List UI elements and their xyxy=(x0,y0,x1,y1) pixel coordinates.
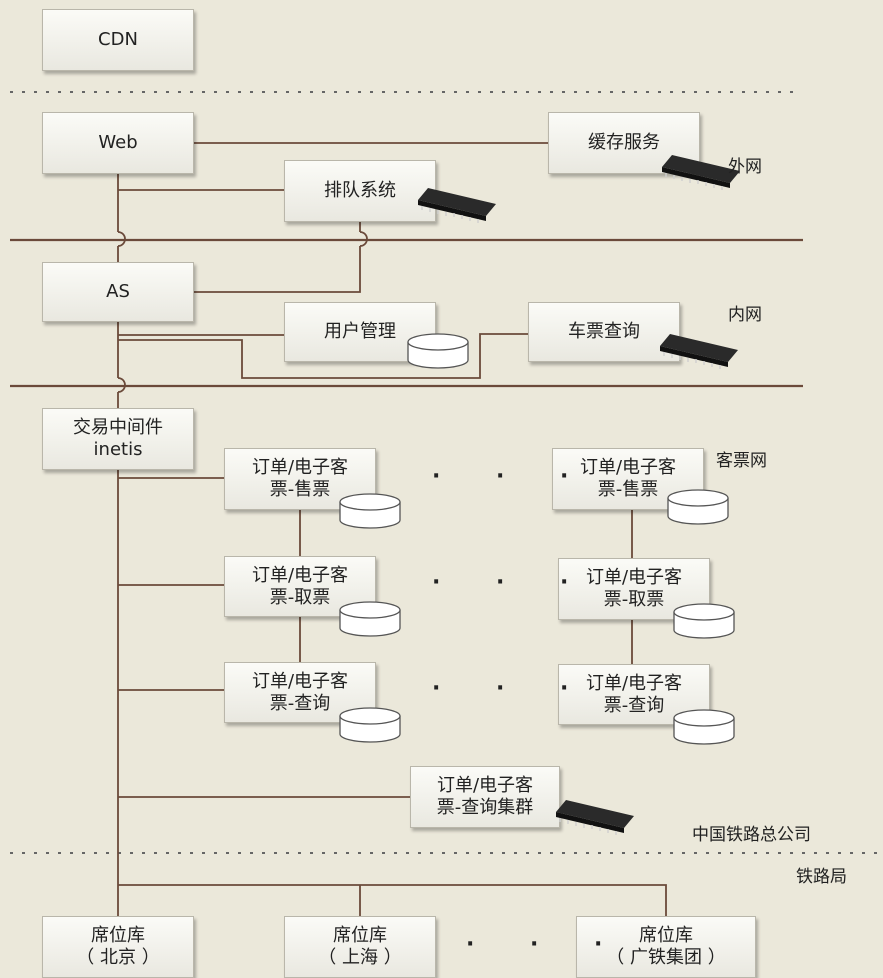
as-box: AS xyxy=(42,262,194,322)
sell-box-left: 订单/电子客 票-售票 xyxy=(224,448,376,510)
seat-guangtie-line2: （ 广铁集团 ） xyxy=(606,947,726,968)
ticket-network-label: 客票网 xyxy=(716,451,767,471)
cache-service-label: 缓存服务 xyxy=(588,132,660,153)
ticket-query-label: 车票查询 xyxy=(568,321,640,342)
database-icon xyxy=(407,333,469,369)
external-network-label: 外网 xyxy=(728,157,762,177)
sell-box-right: 订单/电子客 票-售票 xyxy=(552,448,704,510)
take-left-line2: 票-取票 xyxy=(269,586,331,608)
queue-system-box: 排队系统 xyxy=(284,160,436,222)
seat-db-guangtie-box: 席位库 （ 广铁集团 ） xyxy=(576,916,756,978)
query-left-line2: 票-查询 xyxy=(269,692,331,714)
ellipsis-query: · · · xyxy=(432,676,593,701)
ellipsis-take: · · · xyxy=(432,570,593,595)
web-box: Web xyxy=(42,112,194,174)
seat-db-beijing-box: 席位库 （ 北京 ） xyxy=(42,916,194,978)
query-right-line1: 订单/电子客 xyxy=(585,672,683,694)
ellipsis-seat-db: · · · xyxy=(466,932,627,957)
take-right-line1: 订单/电子客 xyxy=(585,567,683,588)
middleware-label: 交易中间件 xyxy=(73,417,163,438)
seat-db-bus xyxy=(118,884,667,916)
seat-beijing-line2: （ 北京 ） xyxy=(76,947,160,968)
query-cluster-box: 订单/电子客 票-查询集群 xyxy=(410,766,560,828)
user-management-label: 用户管理 xyxy=(324,321,396,342)
take-left-line1: 订单/电子客 xyxy=(251,564,349,586)
seat-beijing-line1: 席位库 xyxy=(91,925,145,946)
memory-chip-icon xyxy=(555,799,635,836)
queue-as-link xyxy=(194,246,361,293)
memory-chip-icon xyxy=(417,187,497,224)
database-icon xyxy=(673,603,735,639)
middleware-box: 交易中间件 inetis xyxy=(42,408,194,470)
database-icon xyxy=(339,493,401,529)
sell-left-line1: 订单/电子客 xyxy=(251,457,349,478)
ticket-query-box: 车票查询 xyxy=(528,302,680,362)
cdn-box: CDN xyxy=(42,9,194,71)
queue-system-label: 排队系统 xyxy=(324,180,396,201)
query-left-line1: 订单/电子客 xyxy=(251,670,349,692)
ellipsis-sell: · · · xyxy=(432,464,593,489)
query-cluster-line1: 订单/电子客 xyxy=(436,775,534,796)
seat-guangtie-line1: 席位库 xyxy=(639,925,693,946)
query-right-line2: 票-查询 xyxy=(603,694,665,716)
web-label: Web xyxy=(98,132,138,153)
take-right-line2: 票-取票 xyxy=(603,589,665,610)
railway-bureau-label: 铁路局 xyxy=(796,867,847,887)
database-icon xyxy=(339,707,401,743)
sell-left-line2: 票-售票 xyxy=(269,479,331,500)
backbone-hop-2 xyxy=(117,377,126,393)
seat-db-shanghai-box: 席位库 （ 上海 ） xyxy=(284,916,436,978)
sell-right-line2: 票-售票 xyxy=(597,479,659,500)
as-ticket-query-link xyxy=(118,333,528,379)
sell-right-line1: 订单/电子客 xyxy=(579,457,677,478)
internal-network-label: 内网 xyxy=(728,305,762,325)
china-railway-label: 中国铁路总公司 xyxy=(692,825,811,845)
queue-as-hop xyxy=(359,231,368,247)
middleware-sublabel: inetis xyxy=(93,439,143,460)
as-label: AS xyxy=(106,281,130,302)
memory-chip-icon xyxy=(659,333,739,370)
query-cluster-line2: 票-查询集群 xyxy=(436,797,534,818)
database-icon xyxy=(339,601,401,637)
backbone-hop-1 xyxy=(117,231,126,247)
cache-service-box: 缓存服务 xyxy=(548,112,700,174)
seat-shanghai-line2: （ 上海 ） xyxy=(318,947,402,968)
database-icon xyxy=(673,709,735,745)
seat-shanghai-line1: 席位库 xyxy=(333,925,387,946)
cdn-label: CDN xyxy=(98,29,138,50)
database-icon xyxy=(667,489,729,525)
